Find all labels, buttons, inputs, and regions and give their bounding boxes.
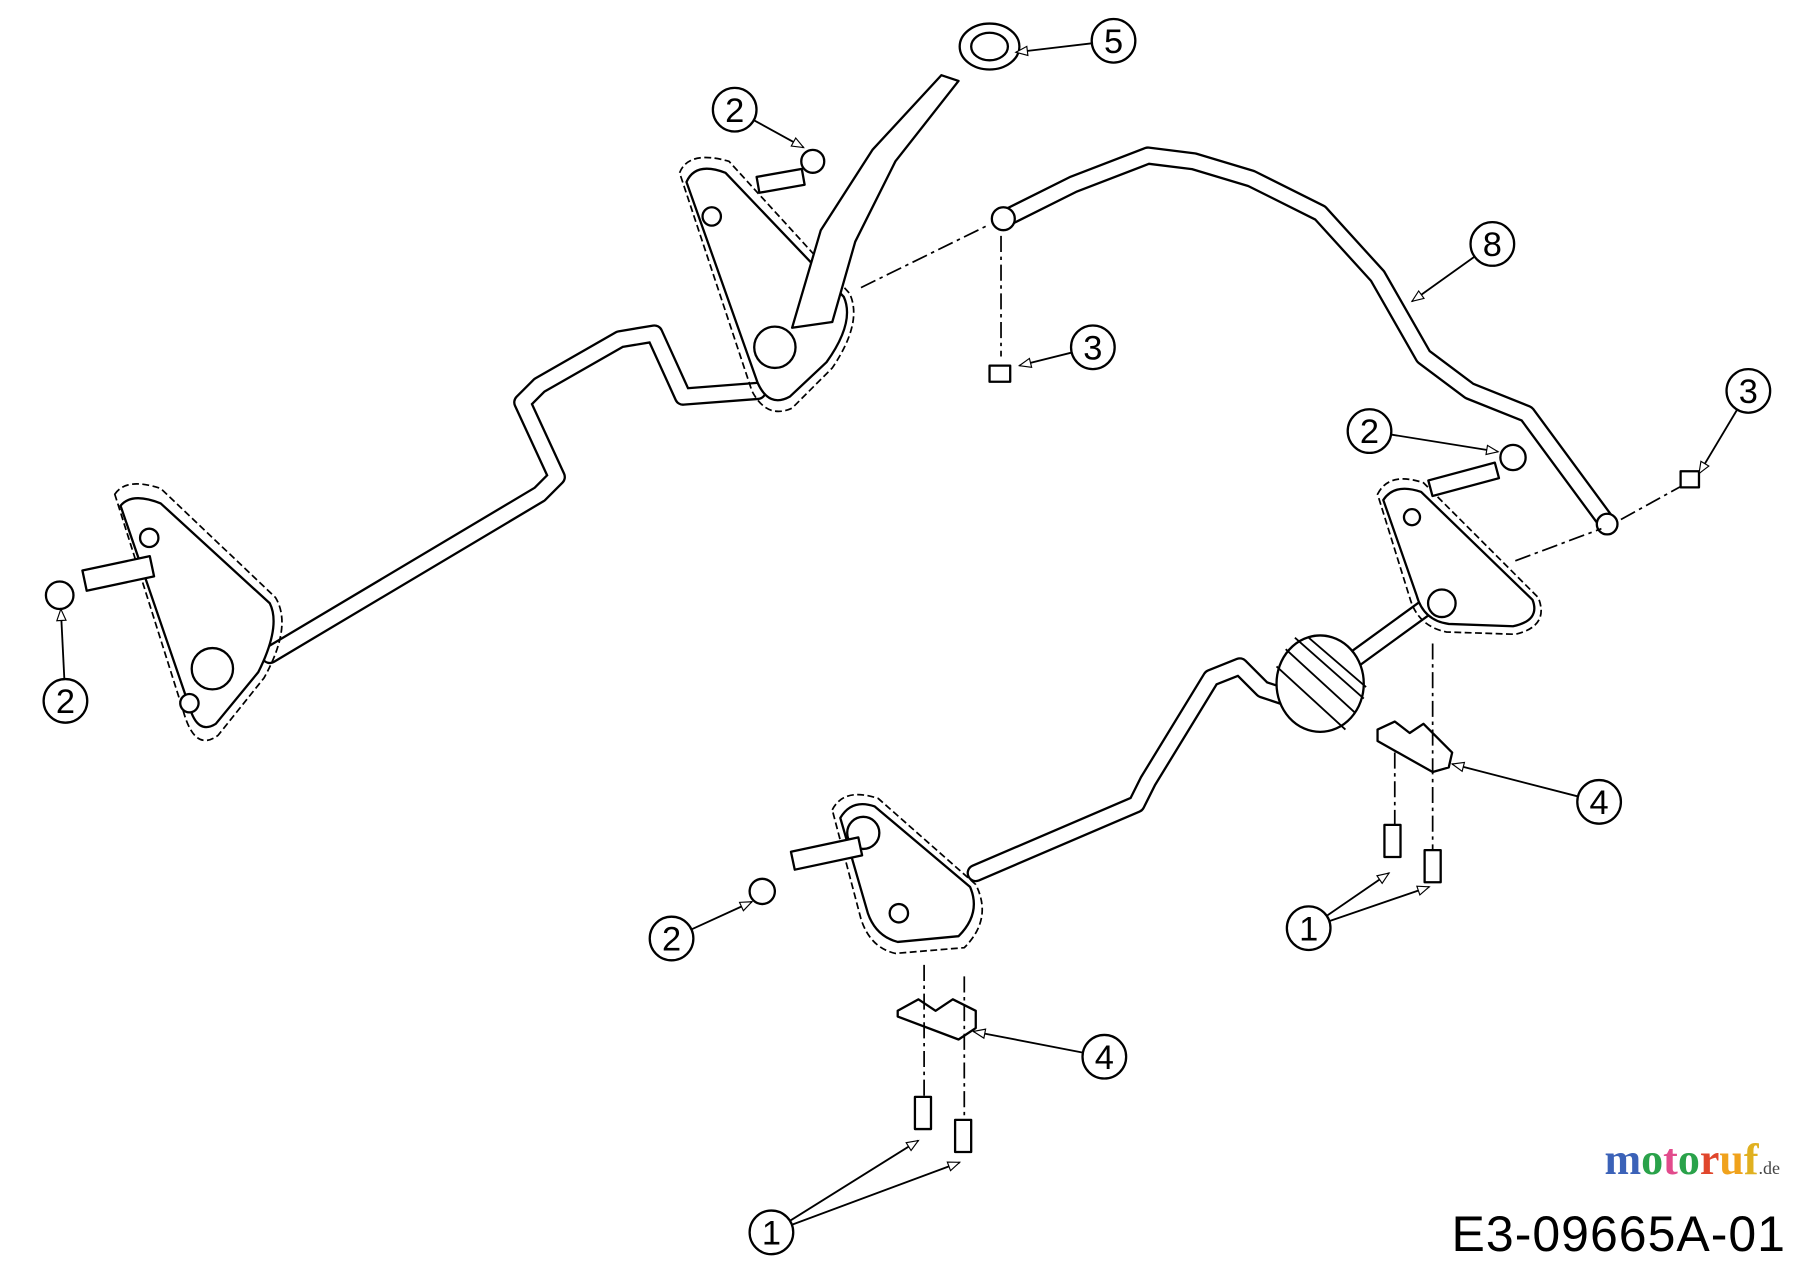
callout-4: 4	[1450, 761, 1623, 825]
callout-1: 1	[748, 1139, 962, 1256]
callout-number: 4	[1095, 1039, 1114, 1077]
callout-circle	[42, 677, 89, 724]
watermark-suffix: .de	[1758, 1158, 1781, 1178]
watermark-letter: o	[1677, 1135, 1700, 1184]
lift-handle	[860, 146, 1701, 562]
callout-2: 2	[42, 607, 89, 724]
callout-number: 2	[662, 921, 681, 959]
callout-5: 5	[1014, 17, 1137, 64]
upper-pivot-plate	[678, 22, 1021, 413]
watermark-letter: o	[1641, 1135, 1664, 1184]
callout-circle	[1576, 778, 1623, 825]
callout-circle	[1090, 17, 1137, 64]
callout-number: 2	[56, 683, 75, 721]
callout-circle	[1069, 324, 1116, 371]
arrowhead-icon	[1014, 45, 1029, 57]
watermark-letter: t	[1663, 1135, 1678, 1184]
callout-circle	[1725, 367, 1772, 414]
arrowhead-icon	[1376, 872, 1391, 885]
front-left-plate	[748, 793, 984, 955]
callout-2: 2	[1346, 408, 1500, 456]
leader-line	[973, 1030, 1084, 1054]
callout-3: 3	[1698, 367, 1772, 475]
callout-8: 8	[1410, 221, 1516, 303]
watermark-letter: r	[1699, 1135, 1720, 1184]
right-rear-plate	[1376, 443, 1542, 636]
callout-4: 4	[971, 1028, 1128, 1080]
arrowhead-icon	[1450, 761, 1466, 773]
watermark-letter: f	[1743, 1135, 1759, 1184]
callout-1: 1	[1285, 872, 1431, 952]
bracket-lower	[896, 964, 977, 1154]
leader-line	[1329, 885, 1430, 922]
spring	[1275, 634, 1367, 734]
leader-line	[1411, 255, 1476, 303]
callout-circle	[711, 86, 758, 133]
callout-number: 1	[762, 1215, 781, 1253]
arrowhead-icon	[1017, 357, 1033, 369]
watermark-logo: motoruf.de	[1605, 1136, 1780, 1192]
front-axle-bar	[966, 599, 1433, 883]
arrowhead-icon	[790, 136, 805, 149]
arrowhead-icon	[971, 1028, 987, 1040]
arrowhead-icon	[905, 1139, 920, 1152]
leader-line	[791, 1161, 961, 1226]
watermark-letter: m	[1604, 1135, 1642, 1184]
leader-line	[1451, 763, 1579, 798]
leader-line	[1698, 409, 1738, 475]
callout-number: 2	[725, 92, 744, 130]
arrowhead-icon	[1416, 885, 1431, 896]
arrowhead-icon	[1410, 289, 1425, 303]
watermark-letter: u	[1719, 1135, 1744, 1184]
callout-2: 2	[711, 86, 805, 149]
arrowhead-icon	[1485, 444, 1500, 456]
callout-2: 2	[648, 900, 754, 962]
arrowhead-icon	[56, 607, 67, 622]
callouts: 2 5 8 3 3 2 2 4 1 2 4 1	[42, 17, 1772, 1256]
leader-line	[1326, 872, 1390, 917]
bracket-upper	[1376, 643, 1454, 884]
callout-number: 4	[1590, 784, 1609, 822]
arrowhead-icon	[946, 1161, 962, 1172]
callout-circle	[748, 1209, 795, 1256]
callout-circle	[1469, 221, 1516, 267]
rear-axle-bar	[260, 324, 767, 665]
callout-3: 3	[1017, 324, 1116, 371]
drawing-number: E3-09665A-01	[1451, 1206, 1786, 1262]
callout-number: 3	[1083, 329, 1102, 367]
callout-circle	[1285, 905, 1332, 952]
callout-circle	[648, 915, 695, 962]
leader-line	[1015, 42, 1092, 54]
callout-number: 1	[1299, 910, 1318, 948]
callout-number: 2	[1360, 413, 1379, 451]
left-rear-plate	[44, 483, 283, 742]
arrowhead-icon	[738, 901, 754, 912]
callout-number: 3	[1739, 373, 1758, 411]
leader-line	[1390, 433, 1499, 453]
arrowhead-icon	[1698, 460, 1710, 475]
leader-line	[789, 1139, 919, 1222]
callout-circle	[1346, 408, 1393, 455]
callout-number: 5	[1104, 23, 1123, 61]
callout-number: 8	[1483, 226, 1502, 264]
callout-circle	[1081, 1033, 1128, 1080]
